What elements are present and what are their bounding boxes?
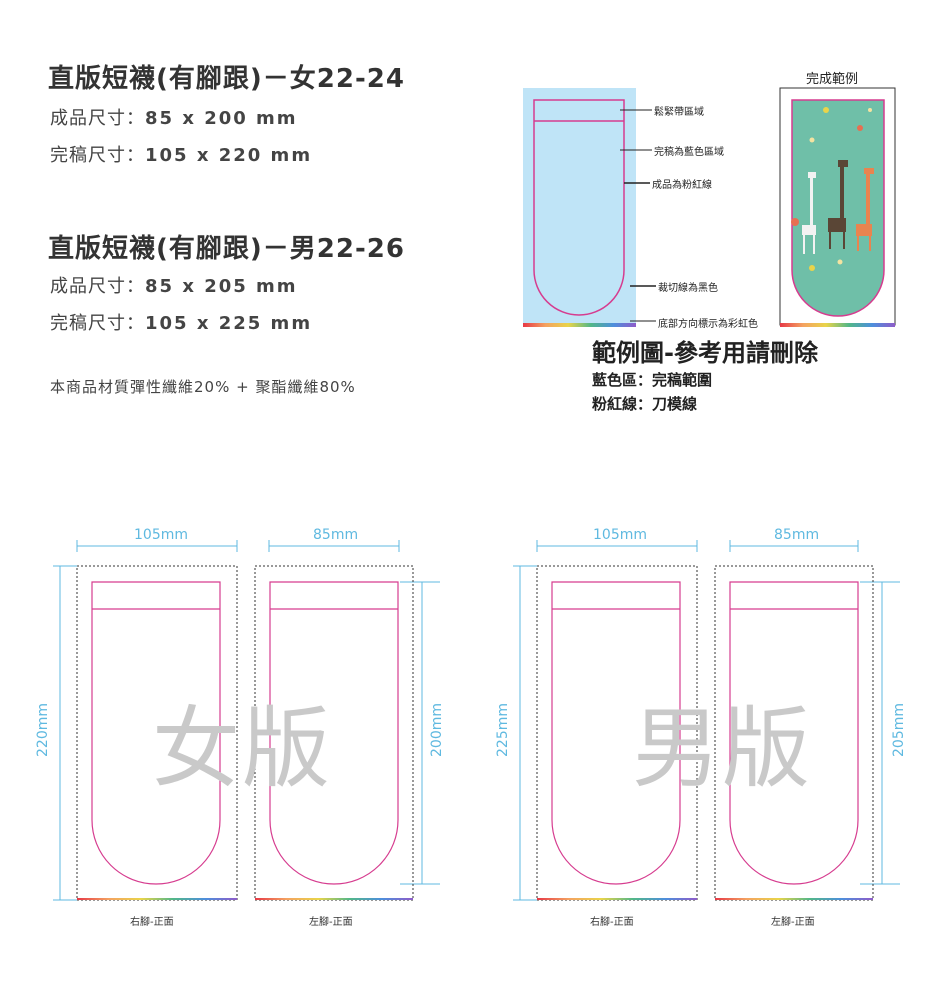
cut-outline-left-foot [714,565,874,901]
male-left-foot-label: 左腳-正面 [771,917,815,928]
finished-size-value: 85 x 200 mm [145,108,298,129]
finished-size-value: 85 x 205 mm [145,276,298,297]
callout-blue-area: 完稿為藍色區域 [654,147,724,158]
male-width-finished: 85mm [774,527,820,543]
male-height-full: 225mm [495,703,511,757]
rainbow-bottom-marker [537,898,697,900]
decor-dot [823,107,829,113]
male-finished-size: 成品尺寸：85 x 205 mm [50,272,298,298]
pink-die-line [729,581,859,885]
male-height-finished: 205mm [891,703,907,757]
female-title: 直版短襪(有腳跟)－女22-24 [48,64,405,94]
rainbow-bottom-marker [715,898,873,900]
callout-pink-line: 成品為粉紅線 [652,180,712,191]
rainbow-bottom-marker [255,898,413,900]
rainbow-bottom-marker [77,898,237,900]
callout-elastic-area: 鬆緊帶區域 [654,107,704,118]
female-draft-size: 完稿尺寸：105 x 220 mm [50,141,312,167]
decor-dot [809,265,815,271]
draft-size-value: 105 x 220 mm [145,145,313,166]
blue-draft-area [523,88,636,325]
rainbow-bottom-marker [780,323,895,327]
male-right-foot-label: 右腳-正面 [590,917,634,928]
rainbow-bottom-marker [523,323,636,327]
legend-blue: 藍色區：完稿範圍 [592,371,713,389]
draft-size-label: 完稿尺寸： [50,313,145,334]
giraffe-illustration [802,160,874,254]
male-width-full: 105mm [593,527,647,543]
callout-black-cut: 裁切線為黑色 [658,283,718,294]
female-right-foot-label: 右腳-正面 [130,917,174,928]
callout-rainbow: 底部方向標示為彩虹色 [658,319,758,330]
draft-size-label: 完稿尺寸： [50,145,145,166]
decor-dot [809,137,815,143]
pink-die-line [91,581,221,885]
material-note: 本商品材質彈性纖維20% + 聚酯纖維80% [50,378,356,396]
female-left-foot-label: 左腳-正面 [309,917,353,928]
draft-size-value: 105 x 225 mm [145,313,313,334]
female-width-finished: 85mm [313,527,359,543]
finished-size-label: 成品尺寸： [50,276,145,297]
male-watermark: 男版 [632,697,813,800]
female-watermark: 女版 [152,697,333,800]
female-width-full: 105mm [134,527,188,543]
decor-dot [837,259,843,265]
pink-die-line [269,581,399,885]
female-height-finished: 200mm [429,703,445,757]
female-finished-size: 成品尺寸：85 x 200 mm [50,104,298,130]
example-sock-shape [791,99,885,317]
decor-dot [868,108,872,112]
pink-cut-line [533,99,625,316]
male-draft-size: 完稿尺寸：105 x 225 mm [50,309,312,335]
cut-outline-left-foot [254,565,414,901]
finished-size-label: 成品尺寸： [50,108,145,129]
decor-dot [857,125,863,131]
legend-pink: 粉紅線：刀模線 [592,395,698,413]
example-label: 完成範例 [806,72,859,87]
male-template [513,540,900,901]
decor-dot [791,218,799,226]
reference-title: 範例圖-參考用請刪除 [592,339,818,367]
male-title: 直版短襪(有腳跟)－男22-26 [48,234,405,264]
female-height-full: 220mm [35,703,51,757]
pink-die-line [551,581,681,885]
female-template [53,540,440,901]
